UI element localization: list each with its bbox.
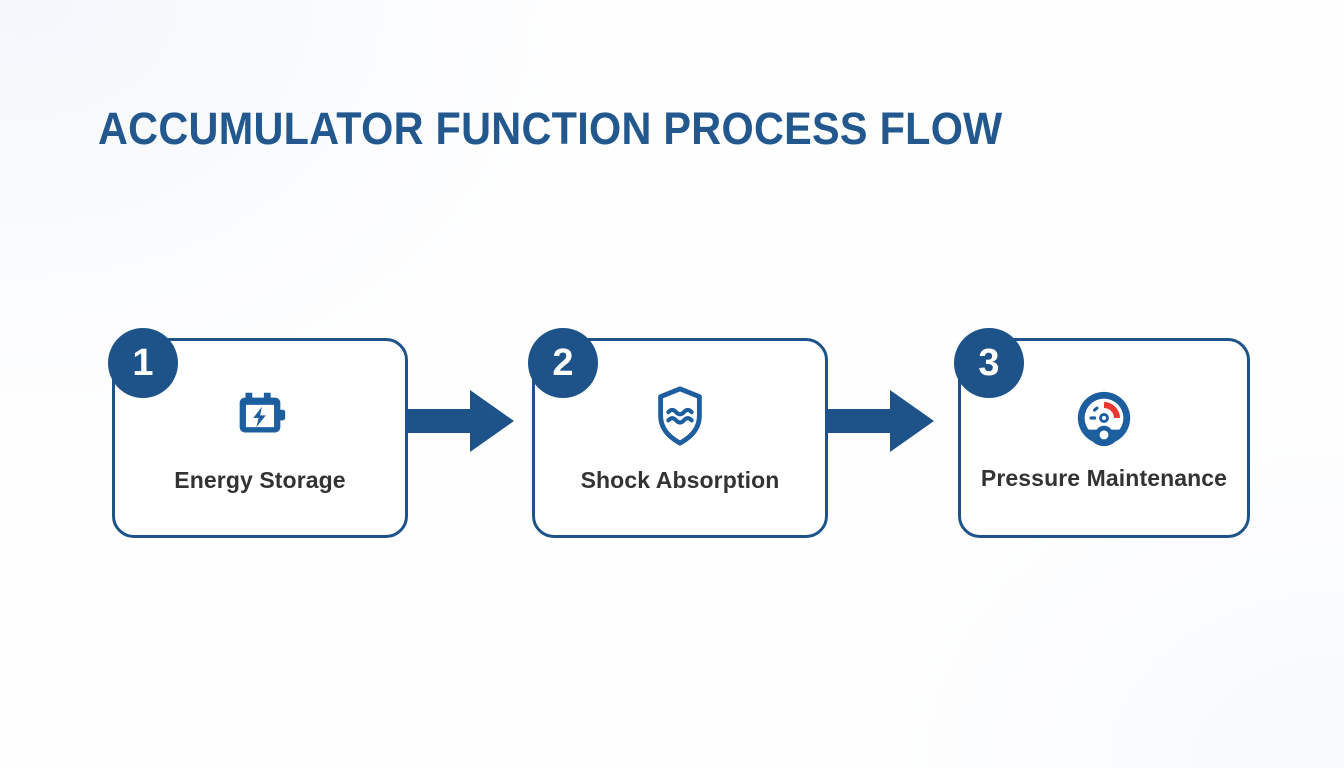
arrow-step-1-to-2 (408, 390, 514, 452)
battery-bolt-icon (239, 392, 286, 433)
shield-waves-icon (658, 386, 702, 446)
arrow-step-2-to-3 (828, 390, 934, 452)
step-number-badge-3: 3 (954, 328, 1024, 398)
process-step-card-2[interactable]: Shock Absorption (532, 338, 828, 538)
card-content-1: Energy Storage (115, 341, 405, 535)
step-label-1: Energy Storage (174, 467, 346, 493)
card-content-3: Pressure Maintenance (961, 341, 1247, 535)
page-title: ACCUMULATOR FUNCTION PROCESS FLOW (98, 103, 1003, 154)
step-label-2: Shock Absorption (580, 467, 780, 493)
card-content-2: Shock Absorption (535, 341, 825, 535)
step-number-badge-2: 2 (528, 328, 598, 398)
step-label-3: Pressure Maintenance (980, 465, 1228, 491)
step-number-badge-1: 1 (108, 328, 178, 398)
pressure-gauge-icon (1077, 391, 1131, 447)
